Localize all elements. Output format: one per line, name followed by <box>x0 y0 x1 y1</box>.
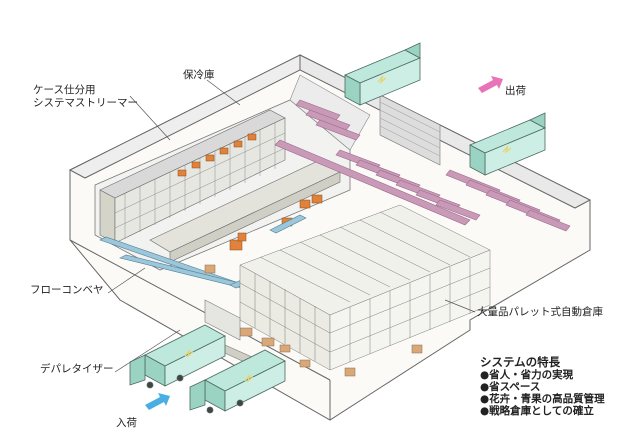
cold-storage-label: 保冷庫 <box>183 69 215 81</box>
label-leader-lines <box>107 79 476 373</box>
feature-item: ●戦略倉庫としての確立 <box>480 405 620 417</box>
feature-item: ●花卉・青果の高品質管理 <box>480 393 620 405</box>
case-line-label-2: システマストリーマー <box>33 97 138 109</box>
feature-text: 省人・省力の実現 <box>489 369 574 382</box>
feature-text: 戦略倉庫としての確立 <box>489 405 594 418</box>
feature-item: ●省人・省力の実現 <box>480 369 620 381</box>
case-sorting-racks <box>99 109 341 263</box>
case-line-label-1: ケース仕分用 <box>33 84 96 96</box>
inbound-label: 入荷 <box>116 417 137 429</box>
outbound-arrow <box>478 76 503 93</box>
feature-text: 花卉・青果の高品質管理 <box>489 393 605 406</box>
shutter-doors <box>379 94 441 166</box>
feature-text: 省スペース <box>489 381 541 394</box>
inbound-truck-1 <box>129 324 226 389</box>
features-title: システムの特長 <box>480 355 561 369</box>
outbound-label: 出荷 <box>505 85 526 97</box>
bullet-icon: ● <box>480 381 490 394</box>
pallet-warehouse-racks <box>239 204 491 371</box>
pallet-warehouse-label: 大量品パレット式自動倉庫 <box>477 306 603 318</box>
depalletizer-label: デパレタイザー <box>40 363 114 375</box>
inbound-arrow <box>145 393 170 410</box>
sorting-robots <box>177 133 323 251</box>
bullet-icon: ● <box>480 393 490 406</box>
outbound-truck-1 <box>344 42 421 106</box>
outbound-truck-2 <box>469 112 546 176</box>
feature-item: ●省スペース <box>480 381 620 393</box>
inbound-truck-2 <box>189 349 286 414</box>
bullet-icon: ● <box>480 369 490 382</box>
flow-conveyor-label: フローコンベヤ <box>30 284 104 296</box>
features-list: ●省人・省力の実現●省スペース●花卉・青果の高品質管理●戦略倉庫としての確立 <box>480 369 620 417</box>
shipping-conveyors <box>274 99 571 232</box>
bullet-icon: ● <box>480 405 490 418</box>
features-panel: システムの特長 ●省人・省力の実現●省スペース●花卉・青果の高品質管理●戦略倉庫… <box>480 355 620 417</box>
